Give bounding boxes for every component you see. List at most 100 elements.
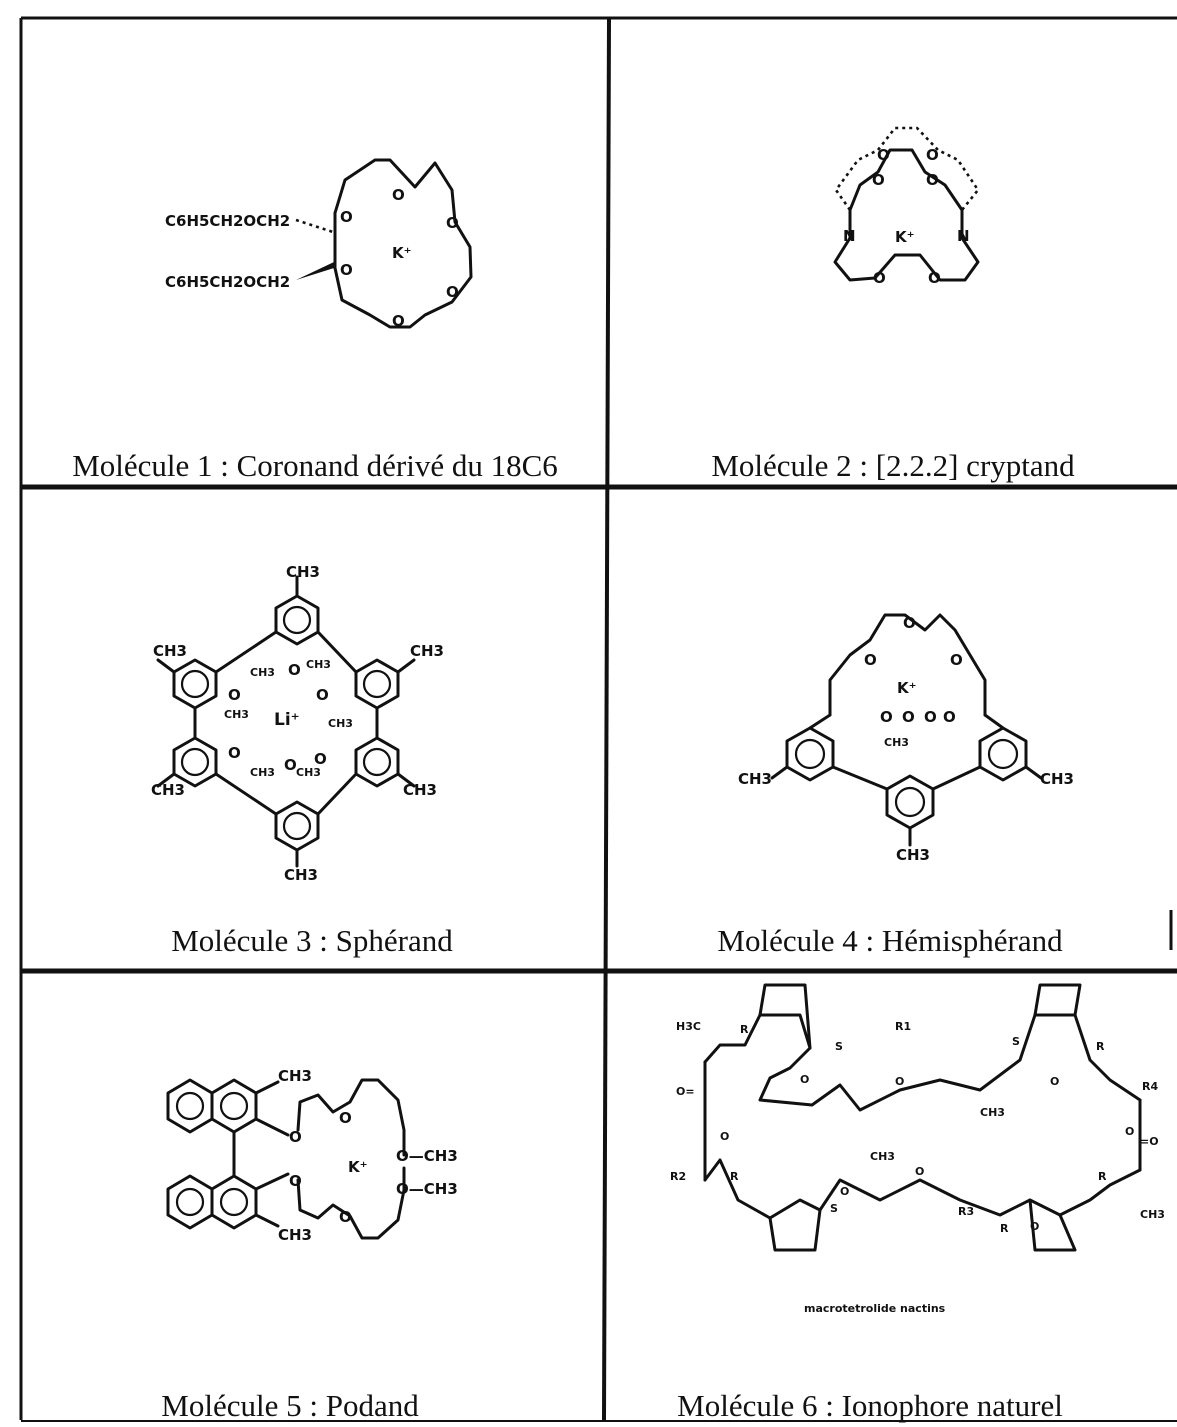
methyl-label: CH3 <box>1040 770 1074 788</box>
caption-molecule-6: Molécule 6 : Ionophore naturel <box>677 1388 1063 1423</box>
methyl-label: CH3 <box>328 717 353 730</box>
cation-label: Li⁺ <box>274 710 300 730</box>
oxygen-atom: O <box>392 186 405 204</box>
oxygen-atom: O <box>926 146 939 164</box>
oxygen-atom: O <box>915 1165 924 1178</box>
oxygen-atom: O <box>1050 1075 1059 1088</box>
methyl-label: CH3 <box>296 766 321 779</box>
cation-label: K⁺ <box>348 1158 368 1176</box>
methyl-label: CH3 <box>286 563 320 581</box>
oxygen-atom: O <box>289 1128 302 1146</box>
aryl-ring <box>156 658 218 710</box>
stereo-label: R <box>740 1023 749 1036</box>
r3-label: R3 <box>958 1205 974 1218</box>
methyl-label: CH3 <box>151 781 185 799</box>
cation-label: K⁺ <box>895 228 915 246</box>
aryl-ring <box>978 726 1043 782</box>
stereo-label: S <box>835 1040 843 1053</box>
oxygen-atom: O <box>340 261 353 279</box>
methyl-label: CH3 <box>1140 1208 1165 1221</box>
oxygen-atom: O <box>316 686 329 704</box>
subcaption: macrotetrolide nactins <box>804 1302 946 1315</box>
methyl-label: CH3 <box>870 1150 895 1163</box>
oxygen-atom: O <box>840 1185 849 1198</box>
caption-molecule-4: Molécule 4 : Hémisphérand <box>717 923 1063 958</box>
methyl-label: CH3 <box>250 766 275 779</box>
methyl-label: CH3 <box>224 708 249 721</box>
oxygen-atom: O <box>895 1075 904 1088</box>
r2-label: R2 <box>670 1170 686 1183</box>
oxygen-atom: O <box>800 1073 809 1086</box>
oxygen-atom: O <box>228 686 241 704</box>
stereo-label: R <box>1098 1170 1107 1183</box>
grid-lines <box>19 16 1177 1422</box>
oxygen-atom: O <box>903 614 916 632</box>
carbonyl-label-right: =O <box>1140 1135 1159 1148</box>
caption-molecule-5: Molécule 5 : Podand <box>161 1388 419 1423</box>
molecule-1-structure: O O O O O O C6H5CH2OCH2 C6H5CH2OCH2 K⁺ <box>165 158 473 330</box>
molecule-1-oxygens: O O O O O O <box>340 186 459 330</box>
methyl-label: CH3 <box>403 781 437 799</box>
molecule-1-cell: O O O O O O C6H5CH2OCH2 C6H5CH2OCH2 K⁺ M… <box>72 158 558 483</box>
oxygen-atom: O <box>314 750 327 768</box>
molecule-3-cell: O O O O O O CH3 CH3 CH3 CH3 CH3 CH3 CH3 … <box>151 563 453 958</box>
aryl-ring <box>274 800 320 868</box>
molecule-2-cell: N N O O O O O O K⁺ Molécule 2 : [2.2.2] … <box>711 126 1075 483</box>
methyl-label: CH3 <box>738 770 772 788</box>
molecule-3-structure: O O O O O O CH3 CH3 CH3 CH3 CH3 CH3 CH3 … <box>151 563 444 884</box>
methyl-label: CH3 <box>153 642 187 660</box>
r1-label: R1 <box>895 1020 911 1033</box>
r4-label: R4 <box>1142 1080 1158 1093</box>
aryl-ring <box>156 736 218 788</box>
caption-molecule-3: Molécule 3 : Sphérand <box>171 923 453 958</box>
methyl-label: CH3 <box>410 642 444 660</box>
stereo-label: S <box>830 1202 838 1215</box>
oxygen-atom: O <box>1030 1220 1039 1233</box>
methyl-label: CH3 <box>896 846 930 864</box>
molecule-5-structure: O O O O O—CH3 O—CH3 CH3 CH3 K⁺ <box>166 1067 458 1244</box>
carbonyl-label: O= <box>676 1085 695 1098</box>
molecule-5-cell: O O O O O—CH3 O—CH3 CH3 CH3 K⁺ Molécule … <box>161 1067 457 1423</box>
oxygen-atom: O <box>873 269 886 287</box>
aryl-ring <box>885 774 935 847</box>
nitrogen-atom-right: N <box>957 227 970 245</box>
stereo-label: S <box>1012 1035 1020 1048</box>
methyl-label: CH3 <box>278 1067 312 1085</box>
caption-molecule-2: Molécule 2 : [2.2.2] cryptand <box>711 448 1075 483</box>
aryl-ring <box>354 736 416 788</box>
oxygen-atom: O <box>288 661 301 679</box>
aryl-ring <box>274 575 320 646</box>
oxygen-atom: O <box>926 171 939 189</box>
oxygen-atom: O <box>928 269 941 287</box>
oxygen-atom: O <box>1125 1125 1134 1138</box>
oxygen-atom: O <box>720 1130 729 1143</box>
methyl-label: CH3 <box>278 1226 312 1244</box>
oxygen-atom: O <box>924 708 937 726</box>
molecule-6-cell: H3C O= =O R1 R2 R3 R4 CH3 CH3 CH3 O O O … <box>670 983 1165 1423</box>
methyl-label: CH3 <box>980 1106 1005 1119</box>
molecule-2-structure: N N O O O O O O K⁺ <box>833 126 980 287</box>
naphthyl-ring <box>166 1078 258 1134</box>
oxygen-atom: O <box>340 208 353 226</box>
aryl-ring <box>354 658 416 710</box>
cation-label: K⁺ <box>897 679 917 697</box>
cation-label: K⁺ <box>392 244 412 262</box>
caption-molecule-1: Molécule 1 : Coronand dérivé du 18C6 <box>72 448 558 483</box>
oxygen-atom: O <box>284 756 297 774</box>
nitrogen-atom-left: N <box>843 227 856 245</box>
molecule-4-structure: O O O O O O O CH3 CH3 CH3 CH3 K⁺ <box>738 613 1074 864</box>
oxygen-atom: O <box>872 171 885 189</box>
oxygen-atom: O <box>943 708 956 726</box>
methoxy-label: O—CH3 <box>396 1147 458 1165</box>
naphthyl-ring <box>166 1174 258 1230</box>
molecule-4-cell: O O O O O O O CH3 CH3 CH3 CH3 K⁺ Molécul… <box>717 613 1074 958</box>
methyl-label: CH3 <box>250 666 275 679</box>
substituent-label-bottom: C6H5CH2OCH2 <box>165 273 290 291</box>
oxygen-atom: O <box>864 651 877 669</box>
stereo-label: R <box>1096 1040 1105 1053</box>
oxygen-atom: O <box>902 708 915 726</box>
molecule-6-structure: H3C O= =O R1 R2 R3 R4 CH3 CH3 CH3 O O O … <box>670 983 1165 1315</box>
methyl-label: CH3 <box>884 736 909 749</box>
oxygen-atom: O <box>339 1109 352 1127</box>
